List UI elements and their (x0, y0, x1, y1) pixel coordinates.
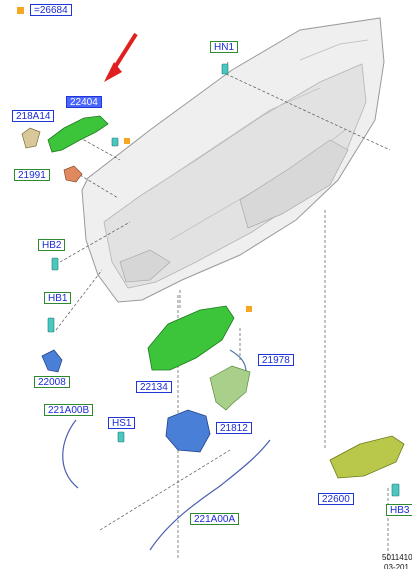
callout-221a00a[interactable]: 221A00A (190, 513, 240, 525)
door-handle-part (47, 115, 109, 153)
door-trim-part (329, 435, 405, 479)
part-21978-wire (229, 349, 247, 373)
callout-22404[interactable]: 22404 (66, 96, 102, 108)
legend-ref-label: =26684 (30, 4, 72, 16)
callout-22134[interactable]: 22134 (136, 381, 172, 393)
callout-221a00b[interactable]: 221A00B (44, 404, 94, 416)
callout-hb3[interactable]: HB3 (386, 504, 412, 516)
cable-221a00b (62, 419, 79, 489)
door-latch-part (165, 409, 211, 453)
cable-221a00a (149, 439, 271, 551)
callout-hn1[interactable]: HN1 (210, 41, 239, 53)
callout-21812[interactable]: 21812 (216, 422, 252, 434)
callout-hb1[interactable]: HB1 (44, 292, 72, 304)
callout-21991[interactable]: 21991 (14, 169, 50, 181)
legend-highlight-square (17, 7, 24, 14)
part-21991 (63, 165, 83, 183)
handle-bracket-part (21, 127, 41, 149)
red-pointer-arrow (104, 32, 138, 82)
callout-hb2[interactable]: HB2 (38, 239, 66, 251)
part-22008 (41, 349, 63, 373)
callout-218a14[interactable]: 218A14 (12, 110, 55, 122)
callout-22008[interactable]: 22008 (34, 376, 70, 388)
footer-ref-number: 5011410 (382, 553, 412, 562)
screw-parts (47, 63, 400, 497)
callout-21978[interactable]: 21978 (258, 354, 294, 366)
footer-ref-date: 03-201 (384, 563, 409, 569)
window-regulator-part (147, 305, 235, 371)
door-panel (81, 17, 385, 303)
part-22134 (209, 365, 251, 411)
callout-22600[interactable]: 22600 (318, 493, 354, 505)
callout-hs1[interactable]: HS1 (108, 417, 136, 429)
